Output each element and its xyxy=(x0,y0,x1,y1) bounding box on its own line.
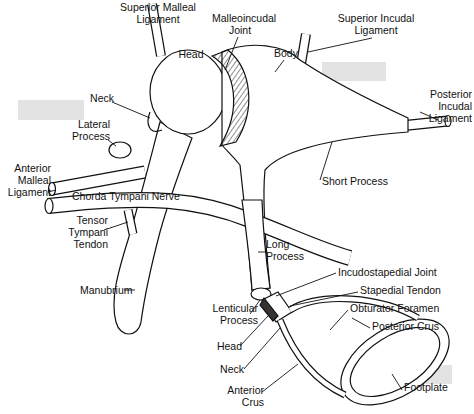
part-label: Anterior Malleal Ligament xyxy=(1,162,51,198)
part-label: Anterior Crus xyxy=(214,384,264,408)
chorda-tympani-nerve xyxy=(48,200,350,258)
part-label: Chorda Tympani Nerve xyxy=(72,190,192,202)
part-label: Stapedial Tendon xyxy=(360,284,460,296)
part-label: Tensor Tympani Tendon xyxy=(62,214,108,250)
blank-label-box xyxy=(322,62,386,81)
part-label: Neck xyxy=(78,92,114,104)
part-label: Incudostapedial Joint xyxy=(338,266,458,278)
part-label: Head xyxy=(206,340,242,352)
part-label: Long Process xyxy=(266,238,306,262)
part-label: Malleoincudal Joint xyxy=(212,12,268,36)
long-process xyxy=(242,200,270,290)
part-label: Footplate xyxy=(404,381,464,393)
part-label: Short Process xyxy=(322,175,402,187)
part-label: Body xyxy=(266,47,306,59)
tensor-tympani-tendon xyxy=(128,210,133,234)
stapes xyxy=(251,288,464,414)
blank-label-box xyxy=(18,100,84,120)
nerve-end xyxy=(45,199,53,214)
part-label: Posterior Crus xyxy=(372,320,462,332)
part-label: Neck xyxy=(206,363,244,375)
part-label: Lenticular Process xyxy=(204,302,258,326)
part-label: Head xyxy=(171,48,211,60)
tensor-tympani-tendon xyxy=(128,210,133,234)
part-label: Lateral Process xyxy=(58,118,110,142)
part-label: Obturator Foramen xyxy=(350,302,460,314)
part-label: Superior Malleal Ligament xyxy=(112,1,204,25)
part-label: Manubrium xyxy=(80,284,140,296)
chorda-tympani-nerve xyxy=(48,200,350,258)
part-label: Posterior Incudal Ligament xyxy=(404,88,472,124)
part-label: Superior Incudal Ligament xyxy=(330,12,422,36)
incus xyxy=(212,45,408,290)
leader-lines xyxy=(48,37,438,392)
